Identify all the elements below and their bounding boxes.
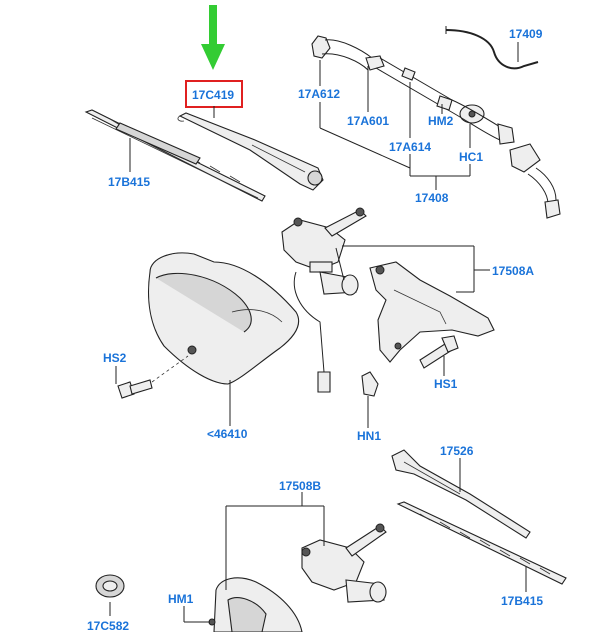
wiper-motor-bottom [301,523,387,603]
bolt-hs2 [117,355,189,399]
label-17508b: 17508B [279,479,321,493]
label-17b415-top: 17B415 [108,175,150,189]
motor-bracket [369,261,495,363]
motor-cover-bottom [213,577,303,632]
label-hm2: HM2 [428,114,454,128]
label-hs1: HS1 [434,377,458,391]
wiper-blade-bottom [396,501,567,585]
label-17526: 17526 [440,444,474,458]
green-arrow-icon [201,5,225,70]
label-17408: 17408 [415,191,449,205]
label-17a612: 17A612 [298,87,340,101]
label-17b415-bottom: 17B415 [501,594,543,608]
wiper-blade-top [84,109,266,202]
label-46410: <46410 [207,427,248,441]
label-hs2: HS2 [103,351,127,365]
motor-cover [147,252,300,385]
wiper-arm-top [177,112,324,191]
washer-hose-assembly [311,35,561,219]
grommet-17c582 [95,574,125,598]
label-17c419: 17C419 [192,88,234,102]
label-17a614: 17A614 [389,140,431,154]
label-17508a: 17508A [492,264,534,278]
label-hm1: HM1 [168,592,194,606]
label-hc1: HC1 [459,150,483,164]
label-17a601: 17A601 [347,114,389,128]
wiper-arm-bottom [391,449,531,539]
wiper-motor-top [281,207,367,393]
clip-hn1 [361,371,379,397]
leader-lines [109,42,527,623]
label-17409: 17409 [509,27,543,41]
bolt-hs1 [419,335,459,369]
hose-17409 [445,29,539,70]
part-labels: 17C419 17409 17A612 17A601 HM2 17A614 HC… [87,27,543,632]
label-hn1: HN1 [357,429,381,443]
label-17c582: 17C582 [87,619,129,632]
